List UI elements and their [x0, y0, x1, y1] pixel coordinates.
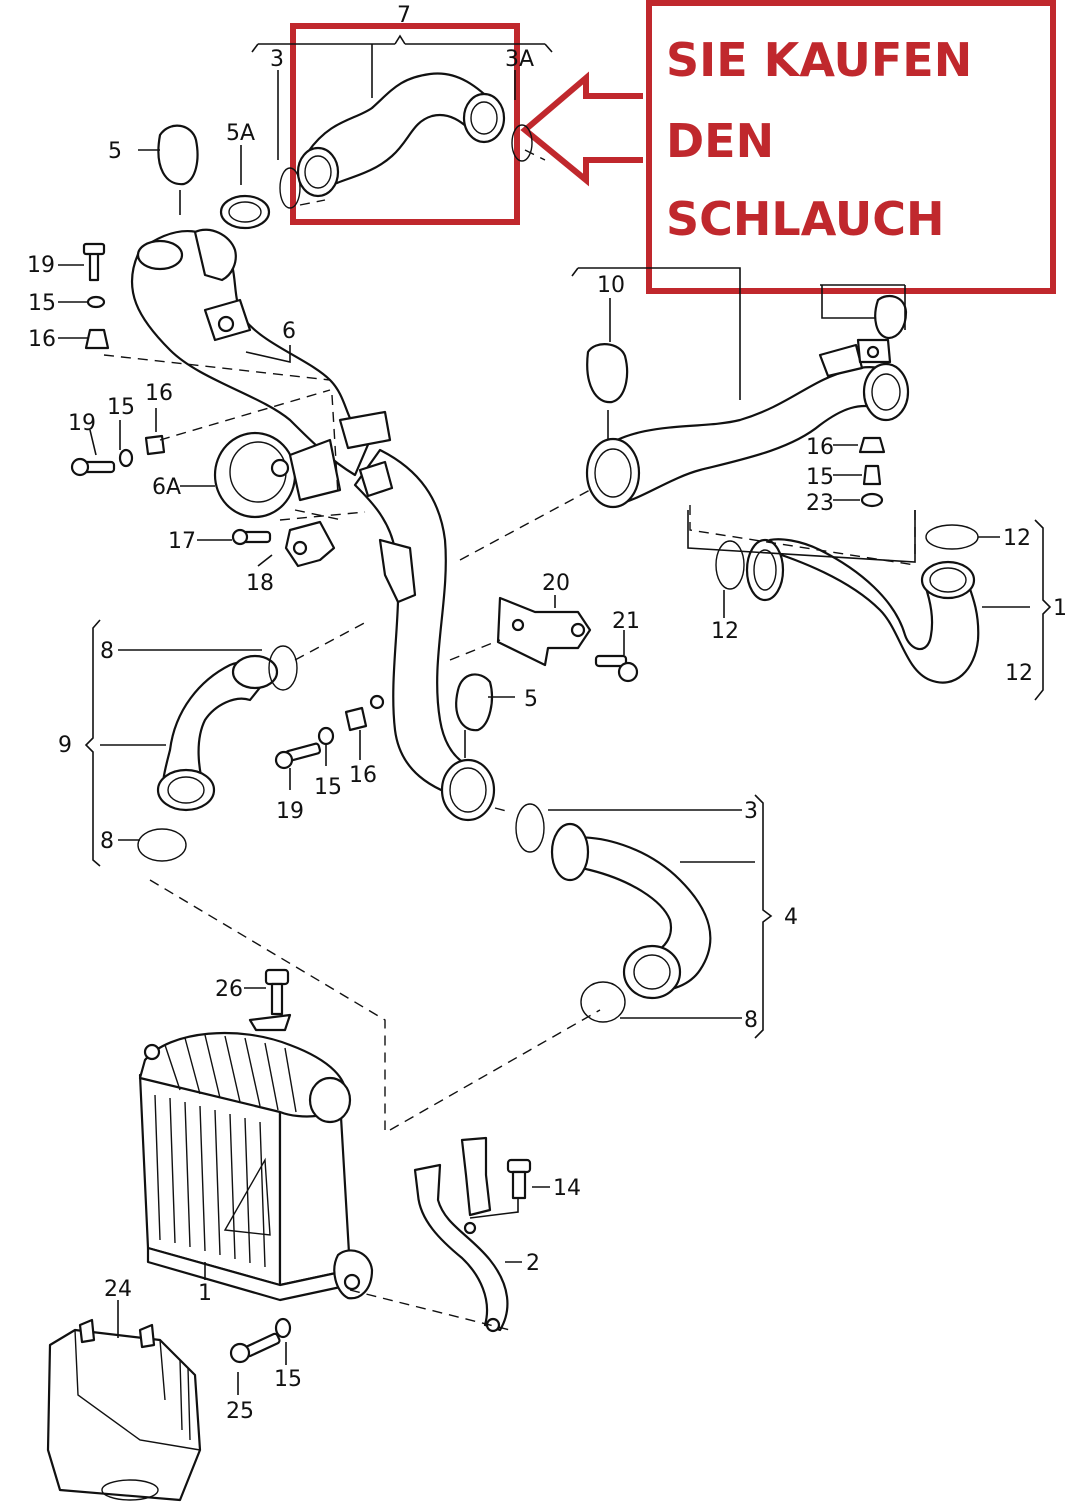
callout-box [646, 0, 1056, 294]
main-pipe [338, 410, 496, 822]
label-18: 18 [246, 571, 274, 596]
label-15-c: 15 [806, 465, 834, 490]
label-16-b: 16 [145, 381, 173, 406]
hose-4 [515, 803, 712, 1023]
label-14: 14 [553, 1176, 581, 1201]
leader-lines [58, 70, 1052, 1395]
label-8-a: 8 [100, 639, 114, 664]
label-4: 4 [784, 905, 798, 930]
bolt-26 [248, 968, 292, 1032]
label-5A: 5A [226, 121, 255, 146]
label-6: 6 [282, 319, 296, 344]
gasket-5-right [455, 673, 494, 732]
label-16-a: 16 [28, 327, 56, 352]
purchase-annotation: SIE KAUFEN DEN SCHLAUCH [290, 0, 1056, 294]
label-17: 17 [168, 529, 196, 554]
hose-9 [137, 645, 298, 862]
label-23: 23 [806, 491, 834, 516]
label-15-b: 15 [107, 395, 135, 420]
label-3-top: 3 [270, 47, 284, 72]
hose-right-lower [715, 524, 980, 684]
label-16-d: 16 [349, 763, 377, 788]
bolt-25 [229, 1317, 292, 1364]
label-8-b: 8 [100, 829, 114, 854]
label-19-b: 19 [68, 411, 96, 436]
bracket-2 [413, 1136, 532, 1333]
label-15-a: 15 [28, 291, 56, 316]
label-3-mid: 3 [744, 799, 758, 824]
callout-line-3: SCHLAUCH [666, 192, 945, 246]
label-16-c: 16 [806, 435, 834, 460]
label-26: 26 [215, 977, 243, 1002]
bracket-20 [496, 596, 639, 683]
label-12-a: 12 [1003, 526, 1031, 551]
label-12-b: 12 [711, 619, 739, 644]
label-5-top: 5 [108, 139, 122, 164]
label-10: 10 [597, 273, 625, 298]
label-9: 9 [58, 733, 72, 758]
fasteners-upper-left [82, 242, 110, 350]
gasket-10 [586, 343, 629, 404]
hose-right-upper [585, 294, 910, 509]
hose-7 [279, 72, 533, 209]
part-labels: 7 3 3A 5 5A 19 15 16 6 19 15 16 6A 17 18… [27, 3, 1069, 1424]
label-20: 20 [542, 571, 570, 596]
label-6A: 6A [152, 475, 181, 500]
label-21: 21 [612, 609, 640, 634]
fasteners-mid [274, 694, 385, 770]
gasket-5-top [157, 124, 199, 186]
callout-line-1: SIE KAUFEN [666, 33, 972, 87]
label-3A: 3A [505, 47, 534, 72]
fasteners-mid-left [70, 434, 166, 477]
label-1: 1 [198, 1281, 212, 1306]
label-25: 25 [226, 1399, 254, 1424]
flange-6A [213, 431, 342, 519]
label-15-d: 15 [314, 775, 342, 800]
fasteners-right [858, 436, 886, 508]
dashed-lines [103, 149, 916, 1331]
sensor-18 [231, 520, 336, 568]
label-12-c: 12 [1005, 661, 1033, 686]
label-7: 7 [397, 3, 411, 28]
label-19-c: 19 [276, 799, 304, 824]
label-24: 24 [104, 1277, 132, 1302]
label-11: 11 [1053, 596, 1069, 621]
label-2: 2 [526, 1251, 540, 1276]
arrow-icon [520, 71, 643, 187]
label-19-a: 19 [27, 253, 55, 278]
air-duct-24 [46, 1318, 202, 1502]
callout-line-2: DEN [666, 114, 774, 168]
label-5-mid: 5 [524, 687, 538, 712]
intercooler-1 [138, 1031, 374, 1302]
label-8-c: 8 [744, 1008, 758, 1033]
highlight-box [290, 23, 520, 225]
label-15-e: 15 [274, 1367, 302, 1392]
